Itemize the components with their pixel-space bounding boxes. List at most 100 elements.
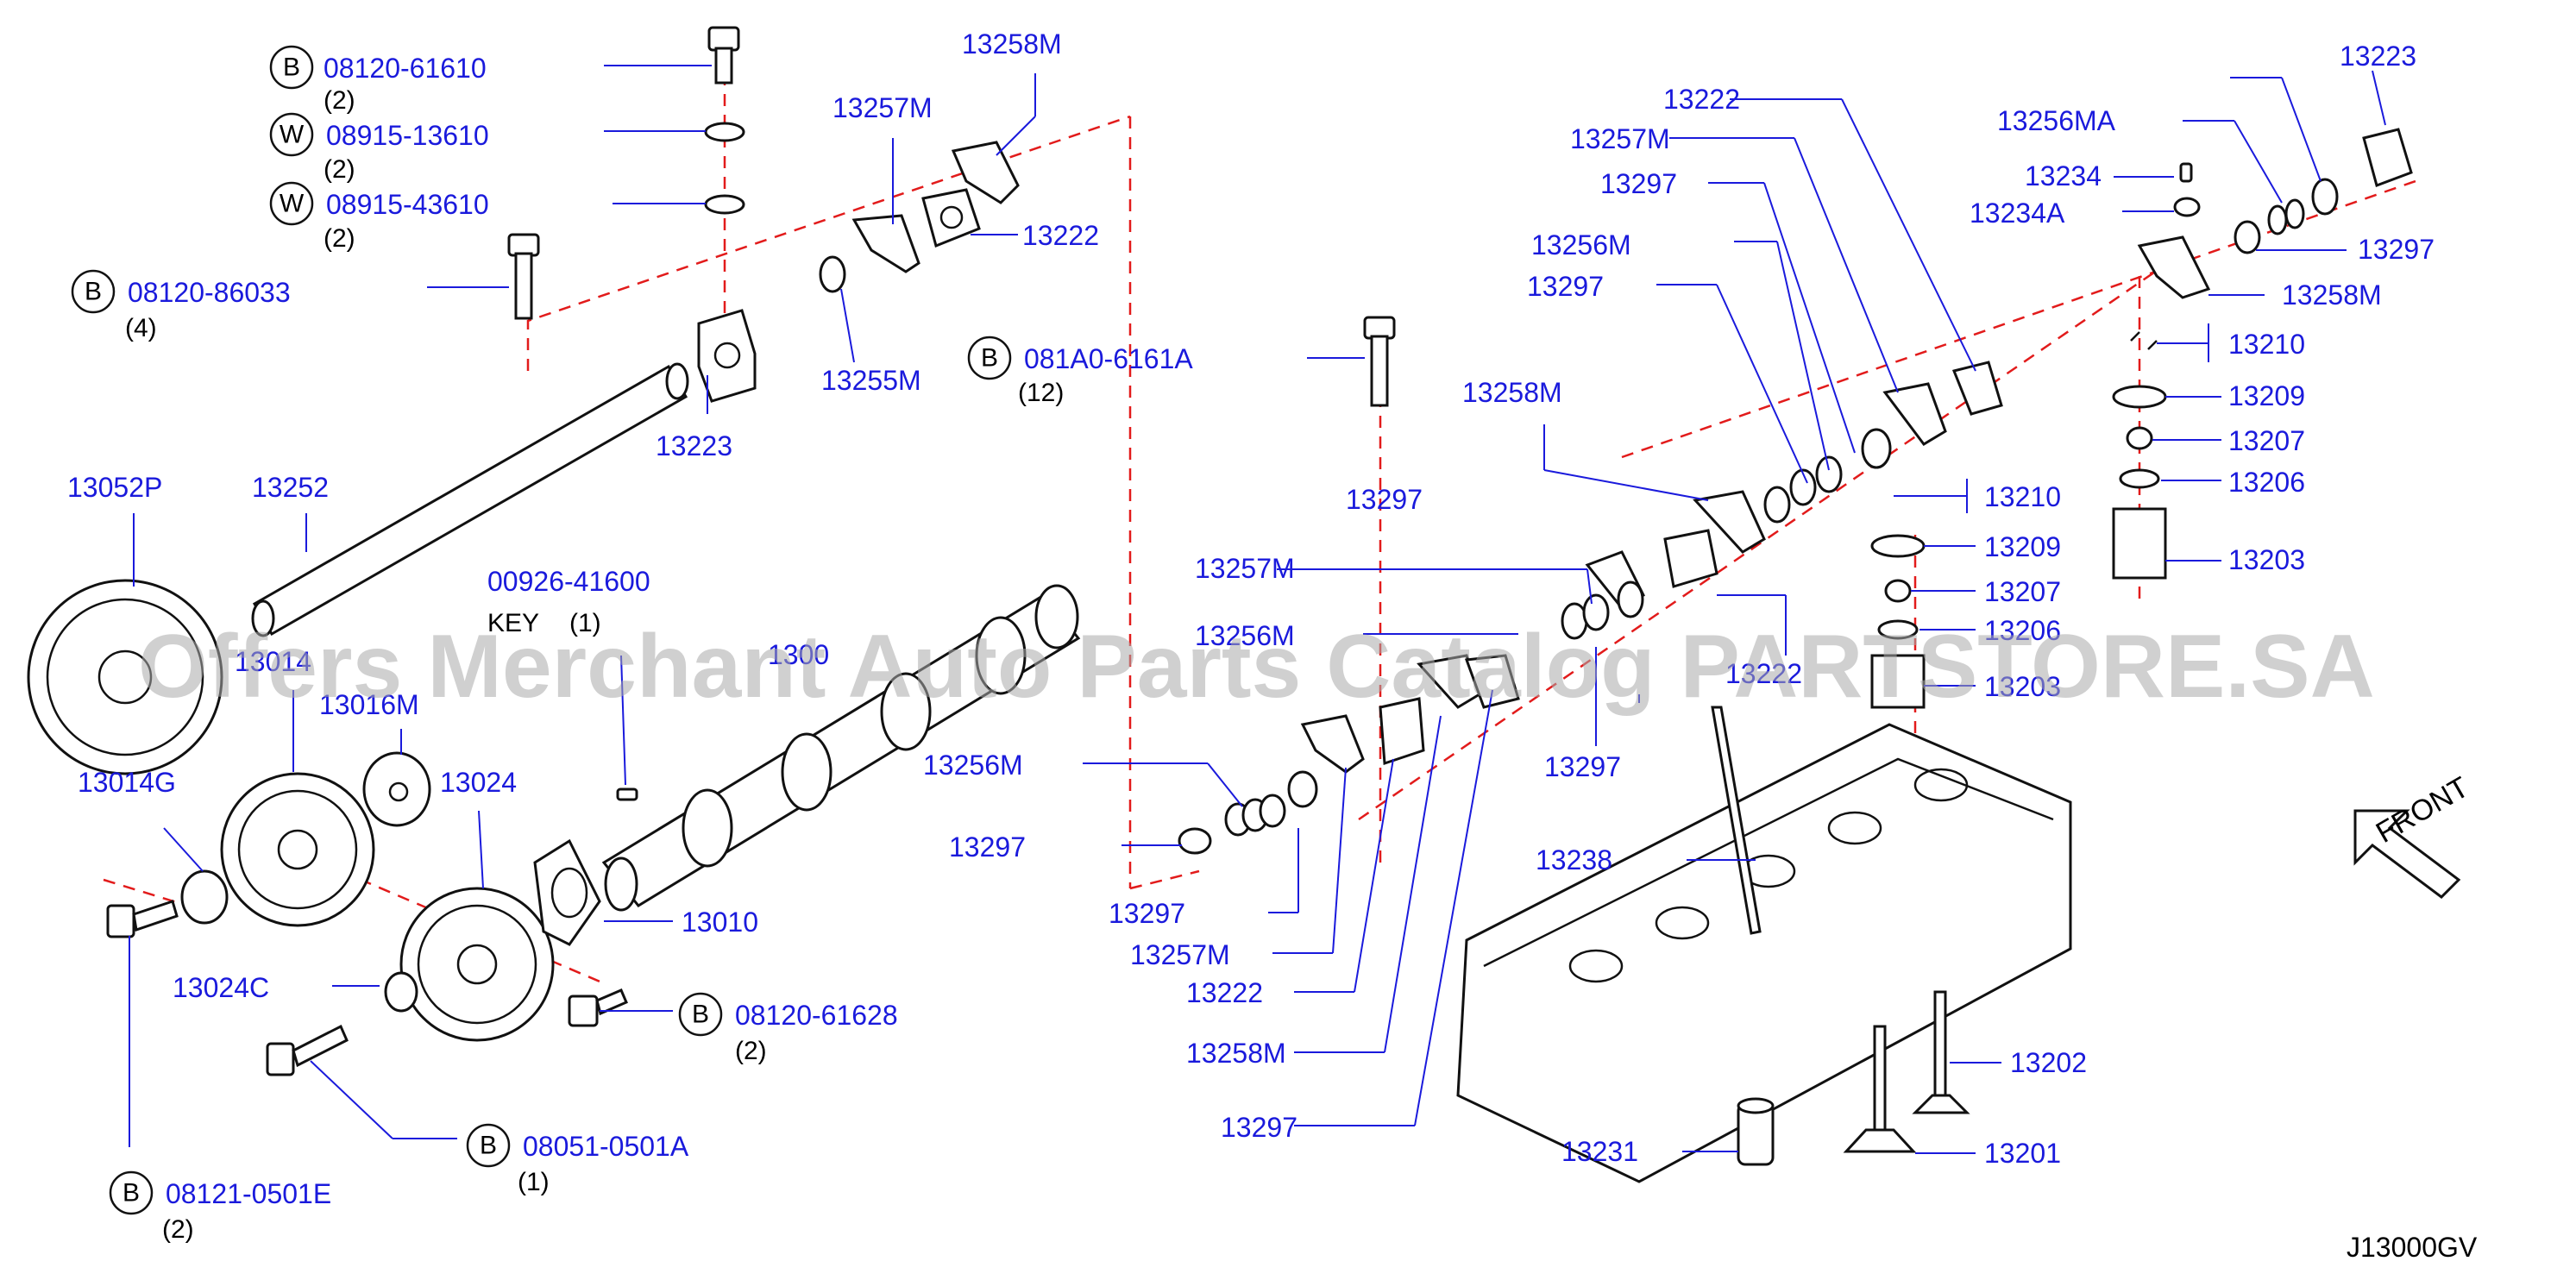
callout-part-number[interactable]: 08915-43610 (326, 189, 489, 220)
callout-symbol: B (85, 278, 102, 306)
part-label[interactable]: 13258M (1186, 1038, 1286, 1069)
rocker-arm-13258M-drawing (951, 141, 1020, 204)
callout-symbol: B (283, 53, 300, 82)
part-label[interactable]: 13223 (656, 430, 732, 461)
part-label[interactable]: 13258M (1462, 377, 1562, 408)
part-label[interactable]: 13258M (2282, 279, 2382, 311)
thrust-plate-13010-drawing (533, 838, 601, 946)
part-label[interactable]: 13222 (1725, 658, 1802, 689)
part-label[interactable]: 13234 (2025, 160, 2102, 191)
part-label[interactable]: 13256M (1195, 620, 1295, 651)
bolt-08121-0501E-drawing (106, 900, 179, 938)
washer-08915-13610-drawing (704, 122, 745, 142)
part-label[interactable]: 13014 (235, 646, 311, 677)
part-label[interactable]: 13257M (1570, 123, 1670, 154)
callout-symbol: B (123, 1179, 140, 1208)
guide-13231-drawing (1737, 1097, 1775, 1166)
part-label[interactable]: 13297 (1527, 271, 1604, 302)
hub-13016M-drawing (362, 751, 431, 827)
part-label[interactable]: 13256M (1531, 229, 1631, 260)
part-label[interactable]: 1300 (768, 639, 829, 670)
part-label[interactable]: 13209 (2228, 380, 2305, 411)
callout-part-number[interactable]: 081A0-6161A (1024, 343, 1193, 374)
part-label[interactable]: 13222 (1186, 977, 1263, 1008)
bolt-callout-3[interactable]: W 08915-43610 (2) (269, 181, 489, 253)
part-label[interactable]: 13238 (1536, 844, 1612, 875)
bolt-08120-61628-drawing (568, 988, 628, 1027)
part-label[interactable]: 13231 (1561, 1136, 1638, 1167)
callout-part-number[interactable]: 08915-13610 (326, 120, 489, 151)
washer-08915-43610-drawing (704, 194, 745, 215)
key-label: KEY (487, 609, 539, 637)
callout-symbol: B (981, 344, 998, 373)
part-label[interactable]: 13252 (252, 472, 329, 503)
part-label[interactable]: 13258M (962, 28, 1062, 60)
part-label[interactable]: 13210 (2228, 329, 2305, 360)
part-label[interactable]: 13257M (1195, 553, 1295, 584)
part-label[interactable]: 13257M (832, 92, 933, 123)
camshaft-drawing (601, 584, 1081, 912)
part-label[interactable]: 13206 (1984, 615, 2061, 646)
washer-13014G-drawing (180, 869, 229, 925)
part-label[interactable]: 13234A (1970, 198, 2065, 229)
callout-part-number[interactable]: 08120-61610 (324, 53, 487, 84)
pushrod-13238-drawing (1711, 706, 1762, 935)
rocker-support-13222-drawing (921, 188, 981, 248)
part-label[interactable]: 13297 (2358, 234, 2435, 265)
part-label[interactable]: 13014G (78, 767, 176, 798)
callout-qty: (2) (162, 1215, 194, 1244)
part-label[interactable]: 13223 (2340, 41, 2416, 72)
part-label[interactable]: 13297 (1109, 898, 1185, 929)
callout-symbol: W (280, 190, 305, 218)
part-label[interactable]: 13297 (1221, 1112, 1297, 1143)
part-label[interactable]: 13010 (682, 907, 758, 938)
callout-qty: (2) (324, 86, 355, 115)
callout-qty: (1) (518, 1168, 550, 1196)
part-label[interactable]: 13024C (173, 972, 269, 1003)
bolt-08120-61610-drawing (707, 26, 740, 85)
part-label[interactable]: 13297 (1600, 168, 1677, 199)
part-label[interactable]: 13206 (2228, 467, 2305, 498)
rocker-shaft-drawing (251, 362, 689, 637)
bolt-callout-1[interactable]: B 08120-61610 (2) (269, 45, 487, 115)
part-label[interactable]: 13256MA (1997, 105, 2116, 136)
bolt-callout-8[interactable]: B 08121-0501E (2) (109, 1170, 331, 1244)
part-label[interactable]: 13016M (319, 689, 419, 720)
part-label[interactable]: 13207 (1984, 576, 2061, 607)
part-label[interactable]: 13297 (1346, 484, 1423, 515)
part-label[interactable]: 13210 (1984, 481, 2061, 512)
bolt-callout-4[interactable]: B 08120-86033 (4) (71, 269, 291, 342)
part-label[interactable]: 13207 (2228, 425, 2305, 456)
bolt-callout-7[interactable]: B 08051-0501A (1) (466, 1123, 689, 1196)
part-label[interactable]: 13203 (1984, 671, 2061, 702)
gear-13024-drawing (399, 887, 555, 1042)
part-label[interactable]: 13203 (2228, 544, 2305, 575)
callout-symbol: W (280, 121, 305, 149)
part-label[interactable]: 13052P (67, 472, 162, 503)
callout-part-number[interactable]: 08120-86033 (128, 277, 291, 308)
callout-part-number[interactable]: 08051-0501A (523, 1131, 689, 1162)
part-label[interactable]: 13024 (440, 767, 517, 798)
bolt-callout-6[interactable]: B 08120-61628 (2) (678, 992, 898, 1065)
part-label[interactable]: 13255M (821, 365, 921, 396)
part-label[interactable]: 13209 (1984, 531, 2061, 562)
part-label[interactable]: 13222 (1022, 220, 1099, 251)
part-label[interactable]: 13201 (1984, 1138, 2061, 1169)
part-label[interactable]: 13297 (949, 831, 1026, 863)
bolt-callout-2[interactable]: W 08915-13610 (2) (269, 112, 489, 184)
part-label[interactable]: 13202 (2010, 1047, 2087, 1078)
callout-part-number[interactable]: 08120-61628 (735, 1000, 898, 1031)
valve-13202-drawing (1912, 990, 1970, 1114)
part-label[interactable]: 13297 (1544, 751, 1621, 782)
callout-part-number[interactable]: 08121-0501E (166, 1178, 331, 1209)
gear-13014-drawing (220, 772, 375, 927)
part-label[interactable]: 00926-41600 (487, 566, 650, 597)
part-label[interactable]: 13256M (923, 750, 1023, 781)
bolt-callout-5[interactable]: B 081A0-6161A (12) (967, 336, 1193, 407)
key-qty: (1) (569, 609, 601, 637)
part-labels: 13258M 13257M 13222 13255M 13223 13052P … (67, 28, 2435, 1169)
callout-qty: (2) (735, 1037, 767, 1065)
part-label[interactable]: 13257M (1130, 939, 1230, 970)
part-label[interactable]: 13222 (1663, 84, 1740, 115)
